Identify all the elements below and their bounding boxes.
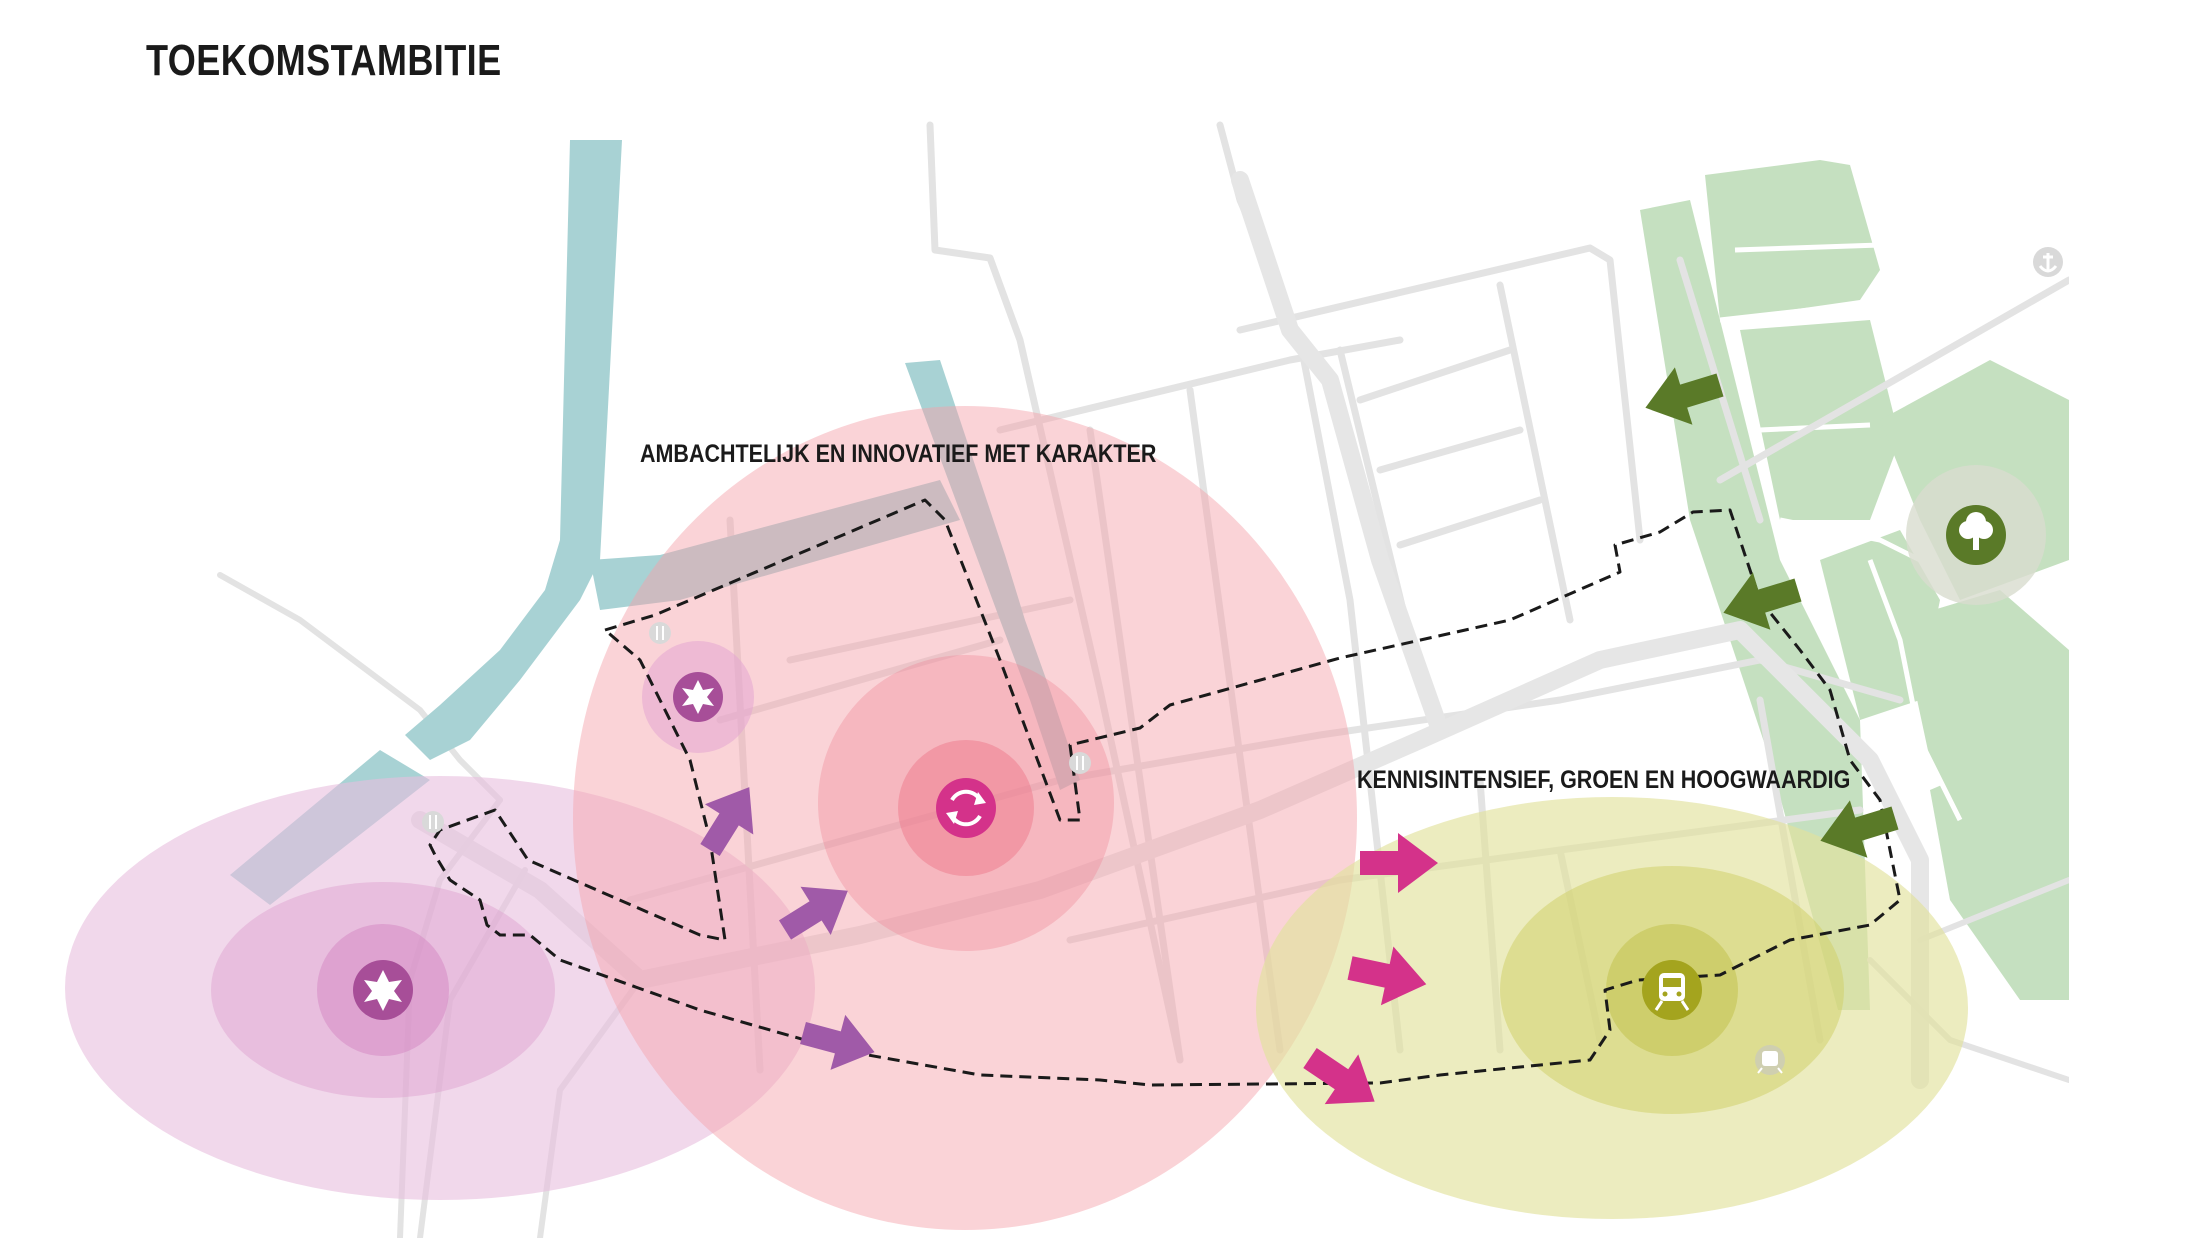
recycle-icon — [936, 778, 996, 838]
zone-label-east: KENNISINTENSIEF, GROEN EN HOOGWAARDIG — [1357, 766, 1851, 794]
train-icon — [1642, 960, 1702, 1020]
restaurant-icon — [649, 622, 671, 644]
star-icon — [353, 960, 413, 1020]
tree-icon — [1946, 505, 2006, 565]
train-station-icon — [1755, 1045, 1785, 1075]
restaurant-icon — [1069, 752, 1091, 774]
page-title: TOEKOMSTAMBITIE — [146, 36, 502, 85]
star-icon — [673, 672, 723, 722]
anchor-icon — [2033, 247, 2063, 277]
zone-label-west: AMBACHTELIJK EN INNOVATIEF MET KARAKTER — [640, 440, 1157, 468]
restaurant-icon — [422, 811, 444, 833]
